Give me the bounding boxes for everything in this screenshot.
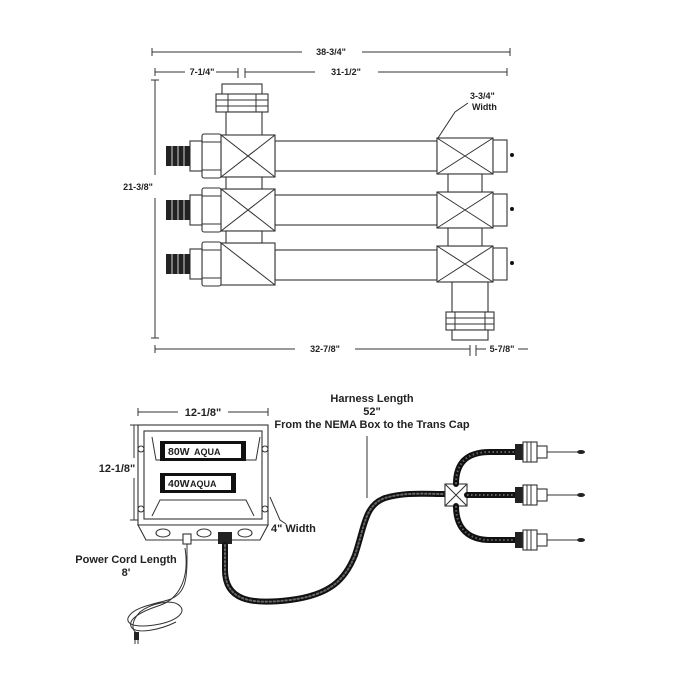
overall-height-label: 21-3/8": [123, 182, 153, 192]
right-manifold-1: [447, 173, 483, 193]
ballast-80w-brand: AQUA: [194, 447, 221, 457]
outlet-offset-label: 5-7/8": [490, 344, 515, 354]
top-inlet: [215, 83, 269, 141]
ballast-40w-brand: AQUA: [190, 479, 217, 489]
trans-cap-top: [166, 133, 222, 179]
power-cord-title: Power Cord Length: [75, 554, 177, 566]
harness-connector: [218, 532, 232, 544]
chamber-bottom: [220, 242, 514, 286]
chamber-top-screw: [510, 153, 514, 157]
lamp-connector-2: [515, 484, 585, 506]
harness-length: 52": [363, 406, 380, 418]
dim-overall-height: 21-3/8": [123, 79, 159, 339]
dim-bottom: 32-7/8" 5-7/8": [154, 344, 528, 356]
box-depth-label: 4" Width: [271, 523, 316, 535]
harness-description: From the NEMA Box to the Trans Cap: [274, 419, 469, 431]
top-view: 38-3/4" 7-1/4" 31-1/2" 21-3/8": [123, 47, 528, 356]
power-cord-length: 8': [122, 567, 131, 579]
left-manifold-2: [225, 230, 263, 244]
ballast-80w-label: 80W: [168, 446, 190, 458]
dim-overall-width: 38-3/4": [151, 47, 511, 57]
lamp-connector-3: [515, 529, 585, 551]
chamber-middle: [220, 188, 514, 232]
dim-inlet: 7-1/4" 31-1/2": [154, 67, 508, 78]
nema-box-view: 12-1/8" 12-1/8" 80W AQUA 40W: [99, 407, 316, 541]
harness-title: Harness Length: [330, 393, 413, 405]
box-width-label: 12-1/8": [185, 407, 221, 419]
chamber-top: [220, 134, 514, 178]
bottom-outlet: [445, 281, 495, 341]
trans-cap-bottom: [166, 241, 222, 287]
lamp-connector-1: [515, 441, 585, 463]
ballast-80w: 80W AQUA: [160, 441, 246, 461]
ballast-40w-label: 40W: [168, 478, 190, 490]
body-width-callout: 3-3/4" Width: [437, 91, 497, 139]
trans-cap-middle: [166, 187, 222, 233]
chamber-bottom-screw: [510, 261, 514, 265]
power-plug: [134, 632, 139, 640]
body-width-value: 3-3/4": [470, 91, 495, 101]
left-manifold-1: [225, 176, 263, 190]
harness: Harness Length 52" From the NEMA Box to …: [218, 393, 585, 605]
right-manifold-2: [447, 227, 483, 247]
ballast-40w: 40W AQUA: [160, 473, 236, 493]
inlet-offset-label: 7-1/4": [190, 67, 215, 77]
chamber-middle-screw: [510, 207, 514, 211]
dim-box-width: 12-1/8": [137, 407, 269, 419]
overall-width-label: 38-3/4": [316, 47, 346, 57]
dim-box-height: 12-1/8": [99, 424, 138, 521]
inlet-to-end-label: 31-1/2": [331, 67, 361, 77]
power-cord: Power Cord Length 8': [75, 533, 192, 644]
body-width-word: Width: [472, 102, 497, 112]
box-height-label: 12-1/8": [99, 463, 135, 475]
power-cord-grommet: [182, 533, 192, 545]
bottom-length-label: 32-7/8": [310, 344, 340, 354]
